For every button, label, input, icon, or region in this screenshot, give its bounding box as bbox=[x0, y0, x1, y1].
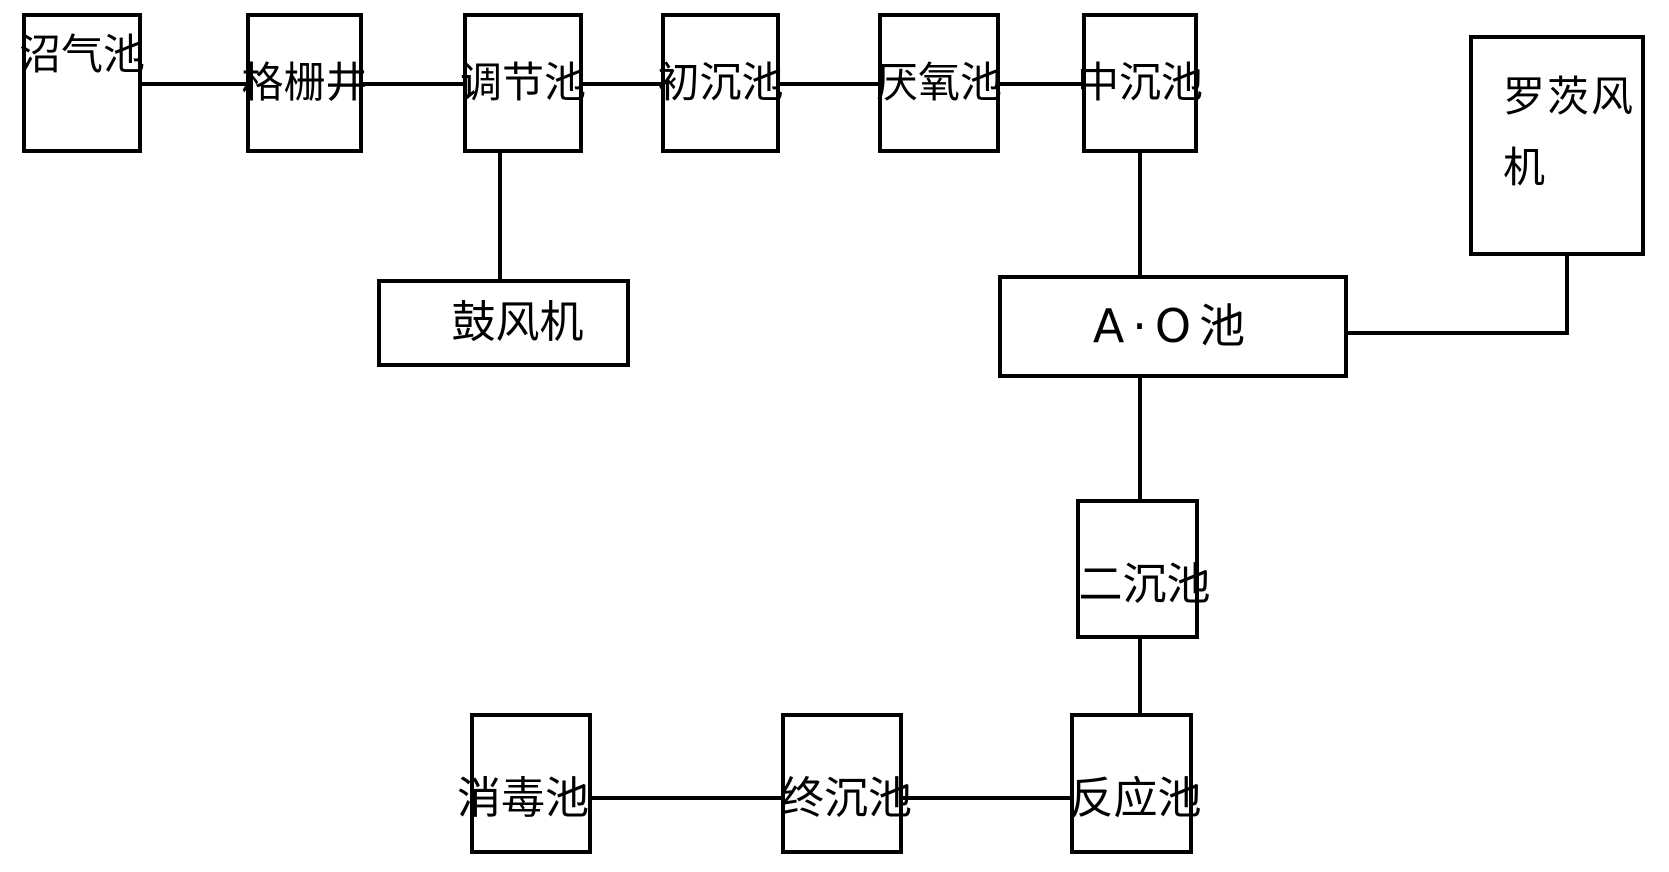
node-middle-sedimentation-pool: 中沉池 bbox=[1077, 13, 1203, 153]
connector-roots-blower-vertical bbox=[1565, 256, 1569, 335]
connector-disinfection-to-final bbox=[592, 796, 781, 800]
connector-secondary-to-reaction bbox=[1138, 639, 1142, 713]
connector-primary-to-anaerobic bbox=[780, 82, 878, 86]
node-ao-pool: A·O池 bbox=[998, 275, 1348, 378]
node-biogas-pool-label: 沼气池 bbox=[19, 30, 146, 79]
node-regulating-pool: 调节池 bbox=[460, 13, 587, 153]
connector-roots-blower-to-ao bbox=[1348, 331, 1569, 335]
node-disinfection-pool: 消毒池 bbox=[457, 713, 592, 854]
node-anaerobic-pool: 厌氧池 bbox=[876, 13, 1003, 153]
connector-regulating-to-primary bbox=[583, 82, 661, 86]
node-roots-blower: 罗茨风机 bbox=[1469, 35, 1645, 256]
connector-middle-to-ao bbox=[1138, 153, 1142, 275]
node-final-sedimentation-pool: 终沉池 bbox=[780, 713, 912, 854]
node-roots-blower-label: 罗茨风机 bbox=[1503, 72, 1636, 193]
node-grille-well: 格栅井 bbox=[242, 13, 368, 153]
node-ao-pool-label: A·O池 bbox=[1092, 299, 1254, 354]
node-secondary-sedimentation-pool-label: 二沉池 bbox=[1078, 558, 1211, 610]
node-blower-label: 鼓风机 bbox=[451, 296, 584, 348]
connector-biogas-to-grille bbox=[142, 82, 246, 86]
connector-grille-to-regulating bbox=[363, 82, 463, 86]
node-reaction-pool-label: 反应池 bbox=[1069, 773, 1202, 825]
node-middle-sedimentation-pool-label: 中沉池 bbox=[1077, 57, 1204, 107]
node-disinfection-pool-label: 消毒池 bbox=[457, 773, 589, 825]
connector-final-to-reaction bbox=[903, 796, 1070, 800]
node-biogas-pool: 沼气池 bbox=[19, 13, 146, 153]
connector-regulating-to-blower bbox=[498, 153, 502, 279]
node-secondary-sedimentation-pool: 二沉池 bbox=[1076, 499, 1211, 639]
node-anaerobic-pool-label: 厌氧池 bbox=[876, 57, 1003, 107]
node-final-sedimentation-pool-label: 终沉池 bbox=[780, 773, 912, 825]
connector-anaerobic-to-middle bbox=[1000, 82, 1082, 86]
node-regulating-pool-label: 调节池 bbox=[460, 57, 587, 107]
connector-ao-to-secondary bbox=[1138, 378, 1142, 499]
node-blower: 鼓风机 bbox=[377, 279, 630, 367]
node-reaction-pool: 反应池 bbox=[1070, 713, 1202, 854]
node-primary-sedimentation-pool-label: 初沉池 bbox=[657, 57, 784, 107]
node-grille-well-label: 格栅井 bbox=[241, 57, 368, 107]
node-primary-sedimentation-pool: 初沉池 bbox=[658, 13, 784, 153]
